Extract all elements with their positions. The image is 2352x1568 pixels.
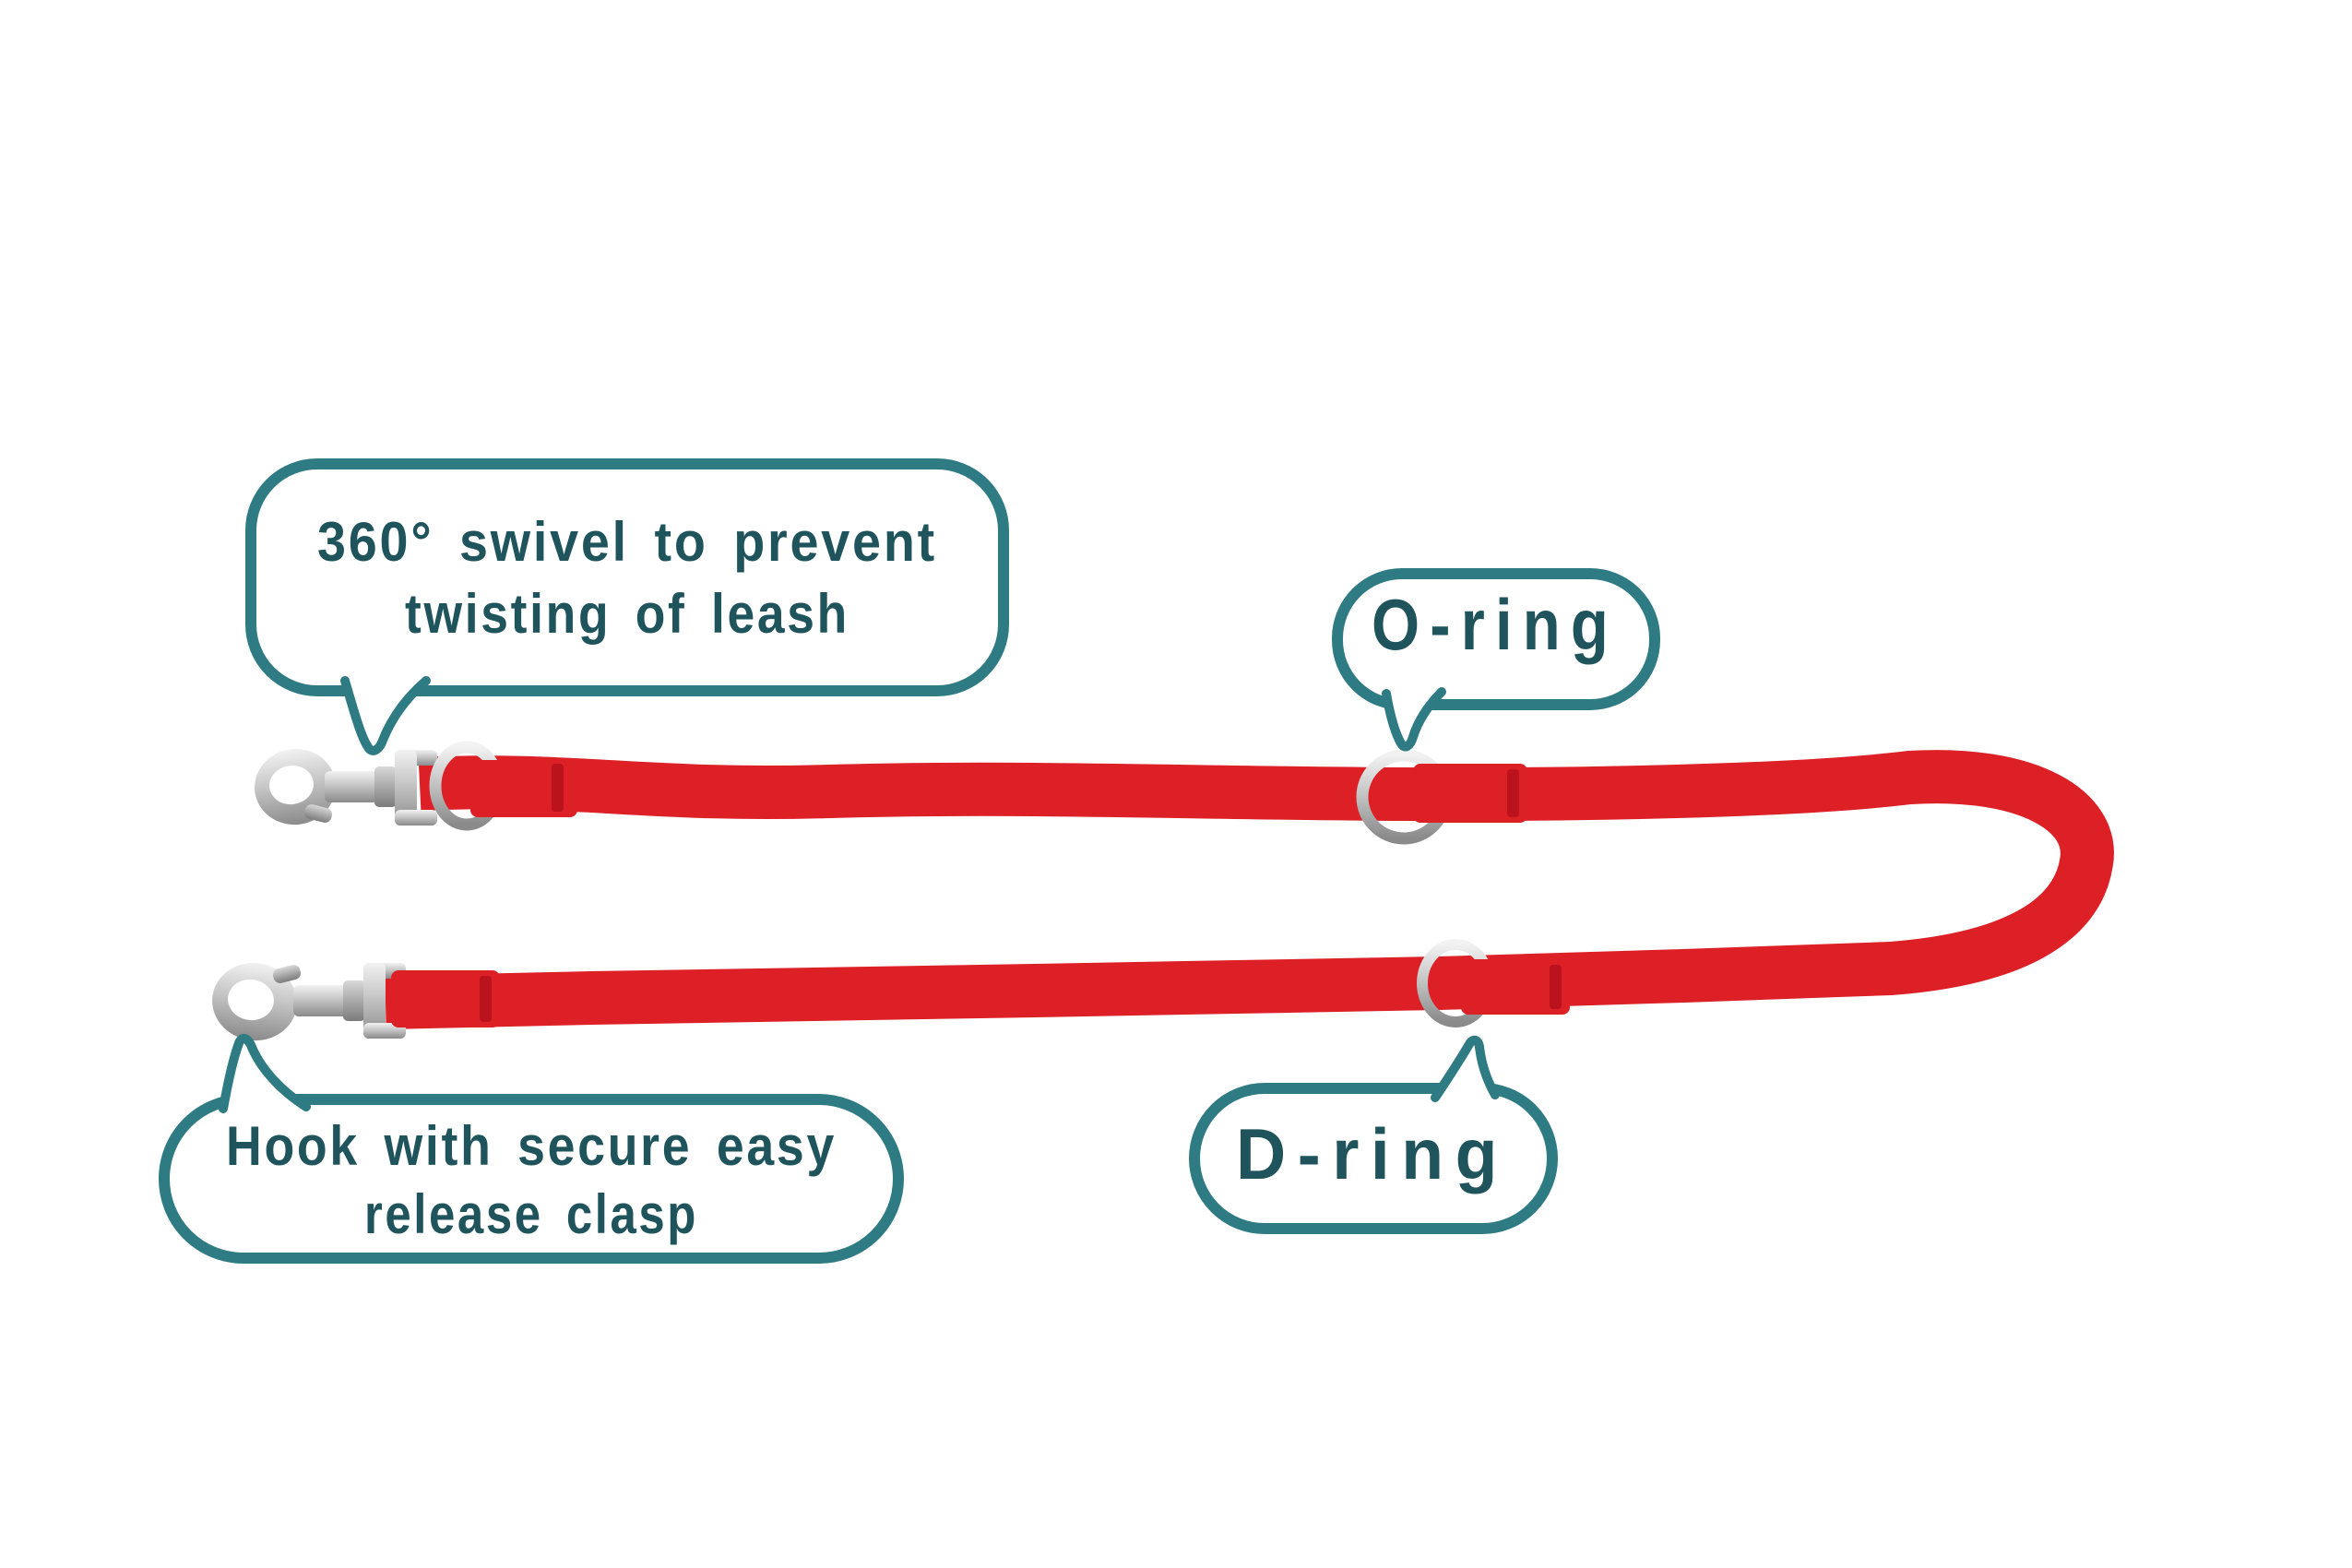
callout-hook: Hook with secure easy release clasp	[159, 1034, 904, 1264]
callout-d-ring-bubble	[1189, 1083, 1558, 1234]
bottom-hook-shaft	[293, 985, 349, 1016]
callout-d-ring: D-ring	[1189, 1035, 1558, 1234]
callout-o-ring: O-ring	[1332, 568, 1660, 752]
top-hook-eye-hole	[269, 765, 314, 805]
bottom-hook-stirrup-bottom	[363, 1023, 406, 1039]
callout-swivel: 360° swivel to prevent twisting of leash	[245, 458, 1009, 755]
callout-o-ring-bubble	[1332, 568, 1660, 710]
callout-o-ring-label: O-ring	[1372, 584, 1619, 665]
top-left-strap-fold	[470, 760, 577, 817]
callout-d-ring-tail	[1431, 1035, 1500, 1102]
d-ring-strap-fold	[1461, 959, 1570, 1015]
top-hook-stirrup-side	[395, 750, 417, 826]
callout-swivel-line1: 360° swivel to prevent	[317, 511, 937, 573]
callout-swivel-tail	[340, 676, 431, 755]
top-left-stitching	[552, 764, 564, 812]
top-hook-swivel-nut	[374, 766, 397, 807]
leash-strap	[385, 750, 2114, 1029]
bottom-hook-stirrup-side	[363, 963, 386, 1039]
callout-hook-line2: release clasp	[364, 1183, 698, 1245]
top-snap-hook	[255, 748, 437, 826]
top-hook-stirrup-bottom	[395, 810, 437, 826]
o-ring-strap-fold	[1413, 764, 1527, 823]
callout-o-ring-tail	[1382, 687, 1446, 752]
d-ring-stitching	[1550, 965, 1562, 1009]
bottom-snap-hook	[212, 962, 406, 1041]
callout-hook-line1: Hook with secure easy	[226, 1115, 837, 1177]
bottom-left-stitching	[480, 976, 492, 1022]
callout-swivel-line2: twisting of leash	[405, 583, 849, 645]
top-hook-latch	[303, 804, 333, 823]
bottom-hook-latch	[272, 965, 302, 983]
bottom-left-strap-fold	[391, 970, 500, 1028]
callout-d-ring-label: D-ring	[1236, 1113, 1509, 1194]
callout-swivel-bubble	[245, 458, 1009, 696]
o-ring-stitching	[1507, 769, 1519, 817]
bottom-hook-swivel-nut	[343, 980, 365, 1021]
callout-hook-bubble	[159, 1094, 904, 1264]
bottom-hook-eye-hole	[228, 979, 274, 1021]
top-hook-shaft	[325, 771, 378, 802]
callout-hook-tail	[219, 1034, 311, 1113]
